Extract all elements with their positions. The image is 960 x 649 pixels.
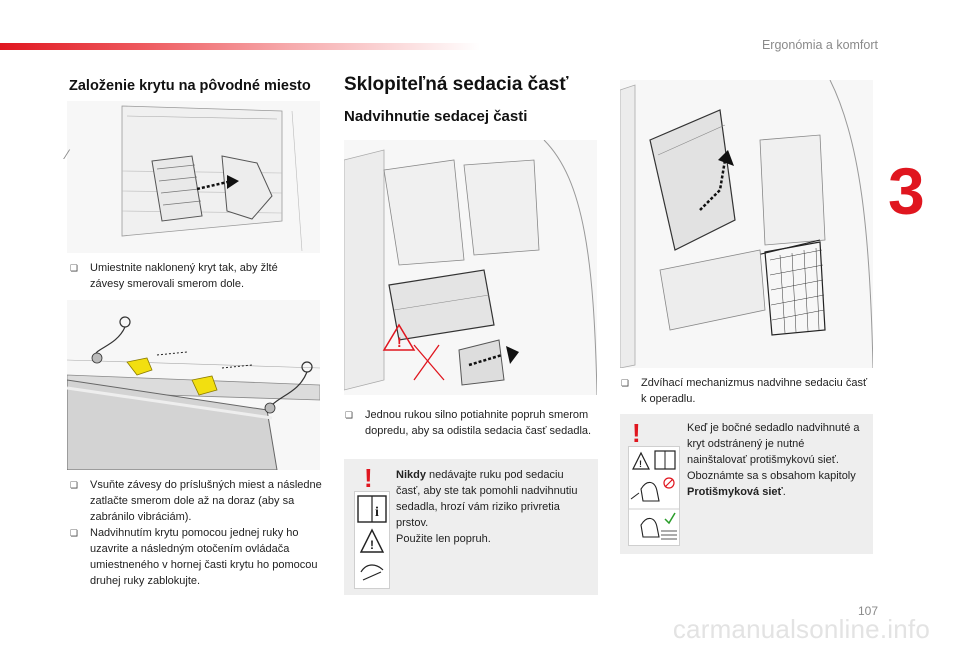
child-seat-icon [640,517,660,538]
caution-triangle-icon [632,451,650,470]
col3-warning-text: Keď je bočné sedadlo nadvihnuté a kryt o… [687,422,860,498]
bullet-square-icon: ❏ [70,263,79,273]
list-item: ❏ Umiestnite naklonený kryt tak, aby žlt… [70,262,278,290]
page-number: 107 [857,604,878,618]
col2-bullet-block: ❏ Jednou rukou silno potiahnite popruh s… [345,407,595,439]
col1-bullet-block-1: ❏ Umiestnite naklonený kryt tak, aby žlt… [70,260,300,292]
bullet-square-icon: ❏ [345,410,354,420]
col1-bullet-block-2: ❏ Vsuňte závesy do príslušných miest a n… [70,477,322,589]
list-item: ❏ Vsuňte závesy do príslušných miest a n… [70,479,322,523]
list-item: ❏ Nadvihnutím krytu pomocou jednej ruky … [70,527,318,587]
col2-warning-text: Nikdy nedávajte ruku pod sedaciu časť, a… [396,469,578,545]
warning-exclamation-icon: ! [632,418,641,448]
col2-heading: Sklopiteľná sedacia časť [344,74,569,95]
col3-bullet-block: ❏ Zdvíhací mechanizmus nadvihne sedaciu … [621,375,871,407]
seat-strap-illustration: ! [344,140,597,395]
cover-placement-illustration [67,101,320,253]
warning-exclamation-icon: ! [364,463,373,493]
warning-icon-strip: i ! [354,491,390,589]
caution-triangle-icon [359,528,385,553]
bullet-square-icon: ❏ [621,378,630,388]
svg-text:!: ! [639,459,642,469]
seat-lift-net-illustration [620,80,873,368]
list-item: ❏ Jednou rukou silno potiahnite popruh s… [345,409,592,437]
header-accent-bar [0,43,480,50]
watermark: carmanualsonline.info [672,614,930,644]
svg-text:!: ! [397,334,402,350]
col3-warning-box: ! ! Keď je bočné sedadlo nadvihnuté a kr… [620,414,873,554]
bullet-square-icon: ❏ [70,528,79,538]
bullet-square-icon: ❏ [70,480,79,490]
col2-warning-box: ! i ! Nikdy nedávajte ruku pod sedaciu č… [344,459,598,595]
section-title: Ergonómia a komfort [761,38,878,52]
hinge-insertion-illustration [67,300,320,470]
hand-caution-icon [360,564,384,581]
svg-text:!: ! [370,538,374,552]
col1-heading: Založenie krytu na pôvodné miesto [69,78,311,94]
warning-icon-strip: ! [628,446,680,546]
col2-subheading: Nadvihnutie sedacej časti [344,108,528,125]
svg-text:i: i [375,505,379,520]
chapter-number: 3 [888,154,925,228]
child-seat-icon [640,481,660,502]
page-corner-mark: ⁄ [66,146,69,162]
list-item: ❏ Zdvíhací mechanizmus nadvihne sedaciu … [621,377,868,405]
